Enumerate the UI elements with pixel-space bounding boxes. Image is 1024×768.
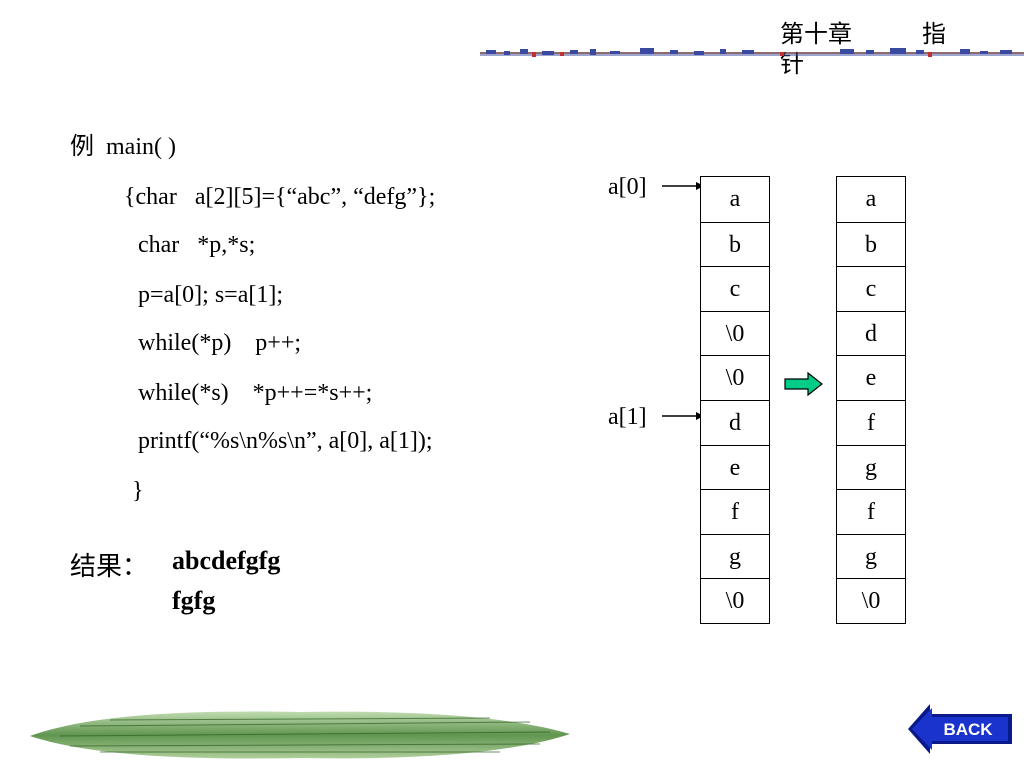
chapter-title-part3: 针 [780,52,804,78]
after-cell: b [837,221,905,267]
code-line: 例 main( ) [70,134,176,160]
pointer-label-a1: a[1] [608,404,647,430]
before-cell: b [701,221,769,267]
chapter-title-part2: 指 [922,22,946,48]
chapter-title-part1: 第十章 [780,22,852,48]
before-cell: \0 [701,355,769,400]
back-label: BACK [943,720,993,739]
before-cell: d [701,400,769,445]
before-cell: g [701,533,769,579]
pointer-label-a0: a[0] [608,174,647,200]
header-decoration-band [480,46,1024,60]
after-cell: g [837,444,905,490]
after-cell: c [837,266,905,311]
after-cell: g [837,533,905,579]
after-cell: f [837,489,905,534]
code-line: while(*p) p++; [138,330,302,356]
before-cell: a [729,186,741,212]
result-value-line2: fgfg [172,586,216,615]
before-cell: f [701,489,769,534]
result-label: 结果： [70,552,149,581]
before-cell: \0 [701,578,769,623]
after-cell: \0 [837,578,905,623]
after-cell: d [837,310,905,356]
before-cell: e [701,444,769,490]
code-line: } [132,478,144,504]
code-line: p=a[0]; s=a[1]; [138,282,284,308]
before-cell: c [701,266,769,311]
back-button[interactable]: BACK [908,702,1012,756]
code-line: {char a[2][5]={“abc”, “defg”}; [124,184,436,210]
footer-grass-decoration [30,706,570,762]
code-line: while(*s) *p++=*s++; [138,380,373,406]
after-cell: a [865,186,877,212]
after-cell: f [837,400,905,445]
transition-arrow-icon [784,372,823,396]
before-cell: \0 [701,310,769,356]
result-value-line1: abcdefgfg [172,546,281,575]
after-cell: e [837,355,905,400]
code-line: printf(“%s\n%s\n”, a[0], a[1]); [138,428,433,454]
code-line: char *p,*s; [138,232,256,258]
